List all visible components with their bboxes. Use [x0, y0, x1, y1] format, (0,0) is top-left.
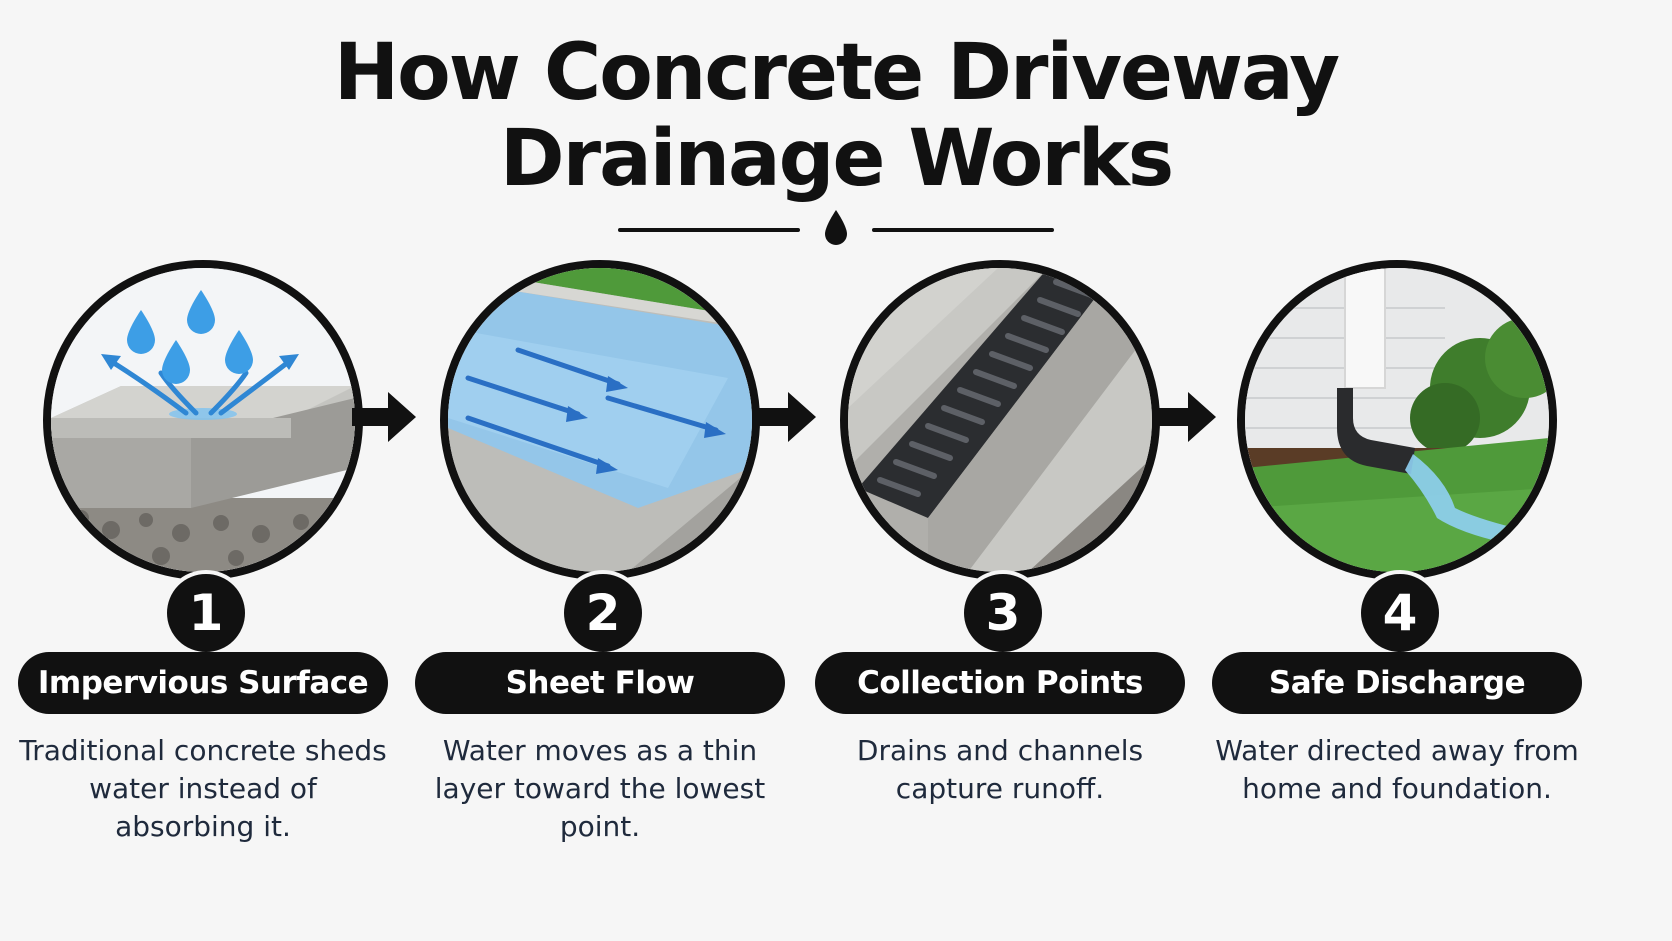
arrow-right-icon: [1152, 392, 1216, 442]
step-3-description: Drains and channels capture runoff.: [856, 734, 1144, 805]
arrow-right-icon: [352, 392, 416, 442]
step-1-title: Impervious Surface: [18, 652, 388, 714]
water-drop-icon: [825, 210, 847, 245]
trench-drain-icon: [848, 268, 1152, 572]
step-4-description: Water directed away from home and founda…: [1215, 734, 1579, 805]
step-4: 4 Safe Discharge Water directed away fro…: [1212, 260, 1592, 860]
title-line-2: Drainage Works: [499, 114, 1174, 204]
step-3-title: Collection Points: [815, 652, 1185, 714]
step-2-illustration: [440, 260, 760, 580]
step-2: 2 Sheet Flow Water moves as a thin layer…: [415, 260, 795, 860]
rain-on-concrete-icon: [51, 268, 355, 572]
title-divider: [0, 208, 1672, 248]
divider-line-right: [872, 228, 1054, 232]
sheet-flow-icon: [448, 268, 752, 572]
step-1-number: 1: [163, 570, 249, 656]
step-2-title: Sheet Flow: [415, 652, 785, 714]
step-4-title: Safe Discharge: [1212, 652, 1582, 714]
step-4-number: 4: [1357, 570, 1443, 656]
step-3: 3 Collection Points Drains and channels …: [815, 260, 1195, 860]
step-2-number: 2: [560, 570, 646, 656]
step-3-number: 3: [960, 570, 1046, 656]
title-line-1: How Concrete Driveway: [333, 28, 1340, 118]
step-4-illustration: [1237, 260, 1557, 580]
step-3-illustration: [840, 260, 1160, 580]
divider-line-left: [618, 228, 800, 232]
page-title: How Concrete Driveway Drainage Works: [0, 30, 1672, 202]
step-1-illustration: [43, 260, 363, 580]
step-2-description: Water moves as a thin layer toward the l…: [434, 734, 766, 843]
step-1: 1 Impervious Surface Traditional concret…: [18, 260, 398, 860]
arrow-right-icon: [752, 392, 816, 442]
downspout-icon: [1245, 268, 1549, 572]
step-1-description: Traditional concrete sheds water instead…: [19, 734, 387, 843]
